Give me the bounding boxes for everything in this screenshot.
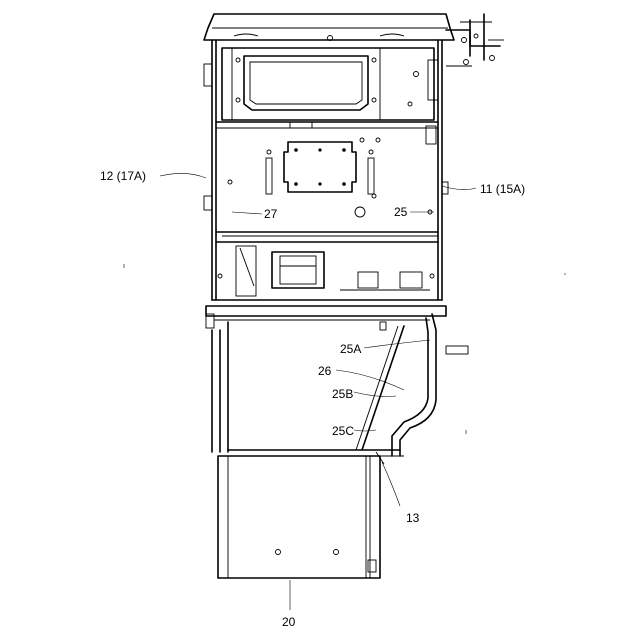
label-20: 20 (282, 615, 296, 629)
label-25c: 25C (332, 424, 354, 438)
lower-compartment (212, 246, 442, 300)
label-27: 27 (264, 207, 278, 221)
label-11-15a: 11 (15A) (480, 182, 525, 196)
floor-deck (206, 306, 446, 330)
label-13: 13 (406, 511, 420, 525)
label-26: 26 (318, 364, 332, 378)
middle-panel (216, 122, 438, 242)
cab-upper-section (204, 40, 448, 300)
callout-labels: 12 (17A) 11 (15A) 27 25 25A 26 25B 25C 1… (100, 169, 525, 629)
roof-cap (204, 14, 454, 41)
label-25: 25 (394, 205, 408, 219)
label-25a: 25A (340, 342, 361, 356)
tank-box (218, 456, 380, 578)
label-25b: 25B (332, 387, 353, 401)
label-12-17a: 12 (17A) (100, 169, 146, 183)
